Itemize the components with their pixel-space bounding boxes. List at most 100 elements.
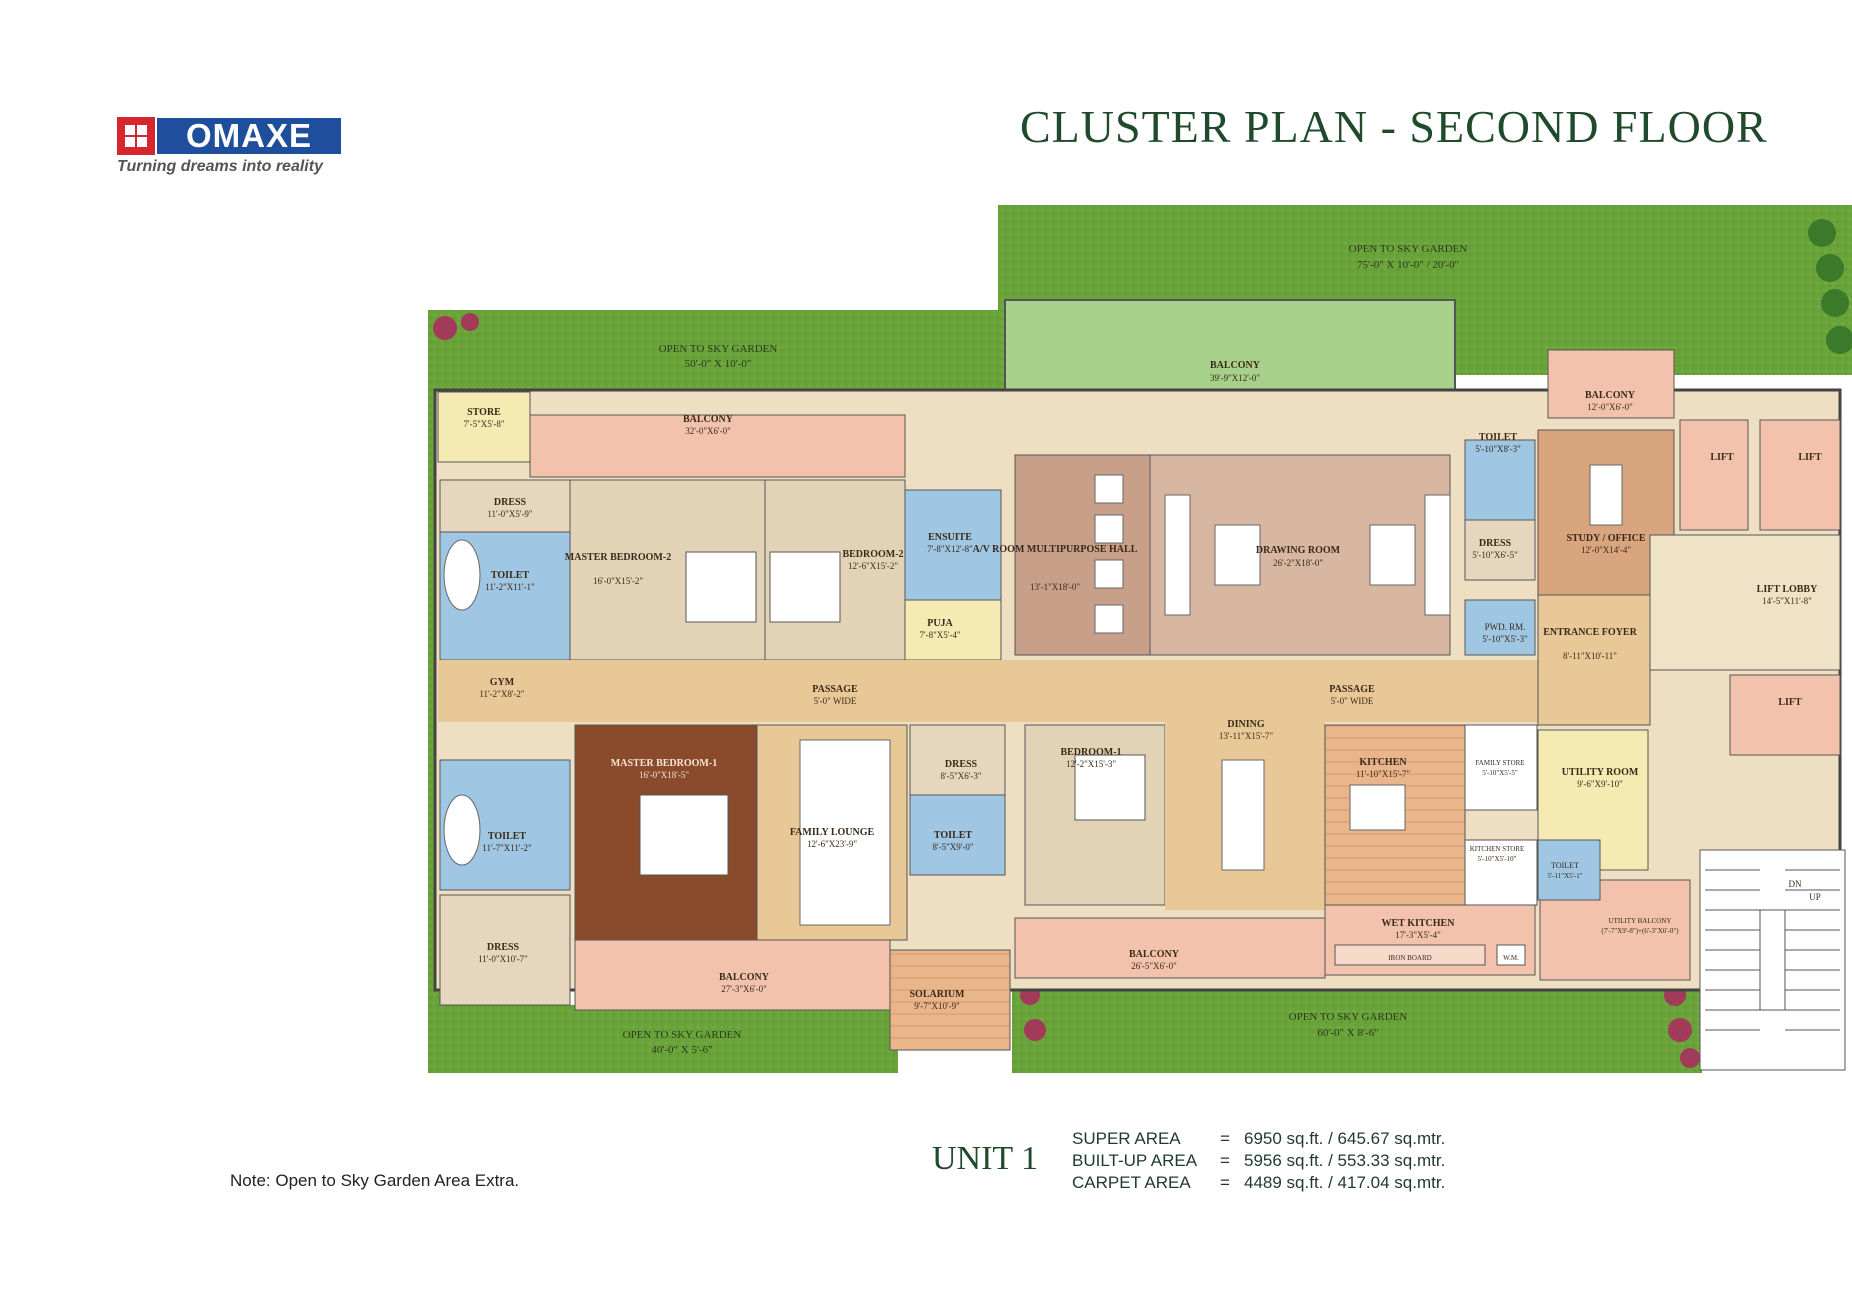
label-toilet-bottom-left: TOILET	[488, 831, 526, 842]
dim-powder-room: 5'-10"X5'-3"	[1482, 634, 1528, 644]
dim-drawing-room: 26'-2"X18'-0"	[1273, 558, 1323, 568]
label-av-room: A/V ROOM MULTIPURPOSE HALL	[973, 544, 1138, 555]
dim-kitchen: 11'-10"X15'-7"	[1356, 769, 1411, 779]
area-row: SUPER AREA=6950 sq.ft. / 645.67 sq.mtr.	[1072, 1128, 1445, 1150]
dim-dining: 13'-11"X15'-7"	[1219, 731, 1274, 741]
puja	[904, 599, 1002, 661]
label-master-bedroom-2: MASTER BEDROOM-2	[565, 552, 671, 563]
dim-dress-top: 11'-0"X5'-9"	[487, 509, 533, 519]
lift-lobby	[1649, 534, 1841, 671]
dim-passage-left: 5'-0" WIDE	[814, 696, 857, 706]
garden-bottom-left	[428, 1005, 898, 1073]
dim-gym: 11'-2"X8'-2"	[479, 689, 525, 699]
dining-table-icon	[1221, 759, 1265, 871]
passage	[438, 660, 1638, 722]
label-garden-bottom-right: OPEN TO SKY GARDEN	[1289, 1011, 1408, 1023]
area-equals: =	[1220, 1173, 1230, 1192]
dim-kitchen-store: 5'-10"X5'-10"	[1478, 855, 1517, 863]
dim-balcony-large: 39'-9"X12'-0"	[1210, 373, 1260, 383]
area-row: CARPET AREA=4489 sq.ft. / 417.04 sq.mtr.	[1072, 1172, 1445, 1194]
label-entrance-foyer: ENTRANCE FOYER	[1543, 627, 1637, 638]
dim-toilet-mid: 8'-5"X9'-0"	[932, 842, 973, 852]
label-wm: W.M.	[1503, 954, 1519, 962]
label-gym: GYM	[490, 677, 515, 688]
bathtub-icon	[443, 794, 481, 866]
area-value: 4489 sq.ft. / 417.04 sq.mtr.	[1244, 1173, 1446, 1192]
label-master-bedroom-1: MASTER BEDROOM-1	[611, 758, 717, 769]
dim-bedroom-1: 12'-2"X15'-3"	[1066, 759, 1116, 769]
bed-icon	[1074, 754, 1146, 821]
label-utility-balcony: UTILITY BALCONY	[1609, 917, 1672, 925]
balcony-top	[529, 414, 906, 478]
label-dress-top-right: DRESS	[1479, 538, 1512, 549]
label-stair-dn: DN	[1789, 879, 1802, 889]
area-row: BUILT-UP AREA=5956 sq.ft. / 553.33 sq.mt…	[1072, 1150, 1445, 1172]
area-table: SUPER AREA=6950 sq.ft. / 645.67 sq.mtr. …	[1072, 1128, 1445, 1194]
iron-board-counter	[1334, 944, 1486, 966]
powder-room	[1464, 599, 1536, 656]
label-study: STUDY / OFFICE	[1566, 533, 1645, 544]
dim-balcony-bottom-left: 27'-3"X6'-0"	[721, 984, 767, 994]
area-equals: =	[1220, 1129, 1230, 1148]
dim-utility-room: 9'-6"X9'-10"	[1577, 779, 1623, 789]
lift-3	[1729, 674, 1841, 756]
omaxe-logo: OMAXE Turning dreams into reality	[117, 117, 343, 177]
logo-wordmark: OMAXE	[157, 118, 341, 154]
label-bedroom-2: BEDROOM-2	[842, 549, 903, 560]
lift-1	[1679, 419, 1749, 531]
dim-garden-bottom-left: 40'-0" X 5'-6"	[651, 1044, 712, 1056]
label-kitchen: KITCHEN	[1359, 757, 1407, 768]
unit-label: UNIT 1	[932, 1140, 1039, 1177]
dim-bedroom-2: 12'-6"X15'-2"	[848, 561, 898, 571]
dim-balcony-top: 32'-0"X6'-0"	[685, 426, 731, 436]
logo-mark-icon	[117, 117, 155, 155]
label-wet-kitchen: WET KITCHEN	[1382, 918, 1456, 929]
label-bedroom-1: BEDROOM-1	[1060, 747, 1121, 758]
area-value: 5956 sq.ft. / 553.33 sq.mtr.	[1244, 1151, 1446, 1170]
dim-dress-bottom-left: 11'-0"X10'-7"	[478, 954, 528, 964]
label-utility-room: UTILITY ROOM	[1562, 767, 1639, 778]
dim-store: 7'-5"X5'-8"	[463, 419, 504, 429]
bathtub-icon	[443, 539, 481, 611]
label-solarium: SOLARIUM	[909, 989, 965, 1000]
dress-top	[439, 479, 571, 533]
dim-puja: 7'-8"X5'-4"	[919, 630, 960, 640]
label-dress-bottom-left: DRESS	[487, 942, 520, 953]
dim-toilet-bottom-right: 5'-11"X5'-1"	[1547, 872, 1582, 880]
dim-toilet-top-right: 5'-10"X8'-3"	[1475, 444, 1521, 454]
label-passage-right: PASSAGE	[1329, 684, 1375, 695]
lift-2	[1759, 419, 1841, 531]
dim-entrance-foyer: 8'-11"X10'-11"	[1563, 651, 1617, 661]
dim-lift-lobby: 14'-5"X11'-8"	[1762, 596, 1812, 606]
logo-tagline: Turning dreams into reality	[117, 158, 323, 175]
bed-icon	[769, 551, 841, 623]
label-dress-mid: DRESS	[945, 759, 978, 770]
toilet-mid	[909, 794, 1006, 876]
bed-icon	[639, 794, 729, 876]
dim-master-bedroom-1: 16'-0"X18'-5"	[639, 770, 689, 780]
label-ensuite: ENSUITE	[928, 532, 972, 543]
footnote: Note: Open to Sky Garden Area Extra.	[230, 1171, 520, 1190]
sofa-icon	[799, 739, 891, 926]
label-dress-top: DRESS	[494, 497, 527, 508]
garden-top-left	[428, 310, 1013, 390]
dim-balcony-bottom-mid: 26'-5"X6'-0"	[1131, 961, 1177, 971]
label-toilet-top-right: TOILET	[1479, 432, 1517, 443]
dim-garden-bottom-right: 60'-0" X 8'-6"	[1317, 1027, 1378, 1039]
dim-dress-mid: 8'-5"X6'-3"	[940, 771, 981, 781]
dim-passage-right: 5'-0" WIDE	[1331, 696, 1374, 706]
label-passage-left: PASSAGE	[812, 684, 858, 695]
label-toilet-top-left: TOILET	[491, 570, 529, 581]
label-toilet-bottom-right: TOILET	[1551, 861, 1579, 870]
entrance-foyer	[1537, 594, 1651, 726]
dress-top-right	[1464, 519, 1536, 581]
label-family-lounge: FAMILY LOUNGE	[790, 827, 875, 838]
area-label: BUILT-UP AREA	[1072, 1151, 1198, 1170]
garden-bottom-right	[1012, 985, 1702, 1073]
dim-family-store: 5'-10"X5'-5"	[1482, 769, 1518, 777]
label-dining: DINING	[1227, 719, 1264, 730]
dim-toilet-top-left: 11'-2"X11'-1"	[485, 582, 535, 592]
dim-study: 12'-0"X14'-4"	[1581, 545, 1631, 555]
label-lift-2: LIFT	[1798, 452, 1822, 463]
